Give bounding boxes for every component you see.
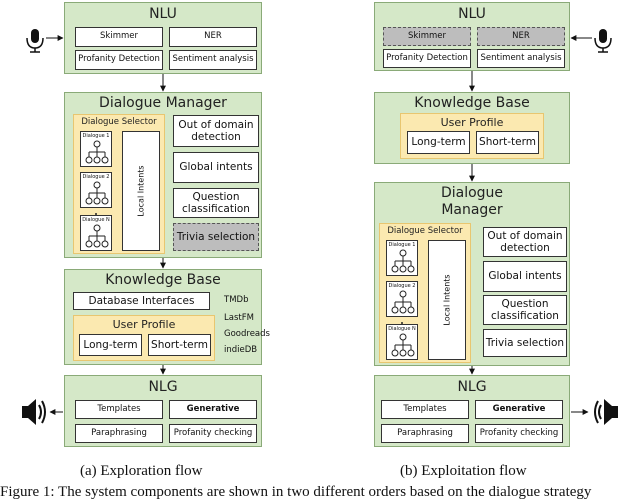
microphone-icon [594, 29, 612, 53]
right-templates-box: Templates [381, 400, 469, 419]
dialogue-tree-icon [85, 224, 109, 248]
left-short-term-box: Short-term [148, 334, 211, 356]
right-dm-title-line2: Manager [441, 202, 503, 218]
left-dialogue-selector: Dialogue Selector Dialogue 1 Dialogue 2 … [73, 114, 165, 254]
left-knowledge-base-panel: Knowledge Base Database Interfaces User … [64, 269, 262, 365]
right-nlu-title: NLU [458, 6, 486, 22]
right-dialogue-2: Dialogue 2 [386, 281, 418, 317]
right-sentiment-analysis-box: Sentiment analysis [477, 49, 565, 68]
right-question-classification-box: Question classification [483, 295, 567, 325]
left-nlu-panel: NLU Skimmer NER Profanity Detection Sent… [64, 2, 262, 74]
right-user-profile: User Profile Long-term Short-term [400, 113, 544, 159]
left-dialogue-n: Dialogue N [80, 215, 112, 251]
right-dialogue-selector: Dialogue Selector Dialogue 1 Dialogue 2 … [379, 223, 471, 363]
right-dm-title-line1: Dialogue [440, 185, 504, 201]
source-goodreads: Goodreads [224, 329, 270, 339]
left-user-profile-title: User Profile [112, 318, 176, 331]
right-dialogue-1: Dialogue 1 [386, 240, 418, 276]
right-caption: (b) Exploitation flow [400, 463, 527, 479]
source-indiedb: indieDB [224, 345, 258, 355]
left-profanity-detection-box: Profanity Detection [75, 50, 163, 70]
left-dialogue-manager-panel: Dialogue Manager Dialogue Selector Dialo… [64, 92, 262, 258]
source-tmdb: TMDb [224, 295, 249, 305]
right-trivia-selection-box: Trivia selection [483, 329, 567, 357]
right-skimmer-box: Skimmer [383, 27, 471, 46]
right-nlg-title: NLG [457, 379, 487, 395]
right-ood-detection-box: Out of domain detection [483, 227, 567, 257]
left-paraphrasing-box: Paraphrasing [75, 424, 163, 443]
right-dialogue-selector-title: Dialogue Selector [387, 226, 463, 236]
left-sentiment-analysis-box: Sentiment analysis [169, 50, 257, 70]
left-nlg-panel: NLG Templates Generative Paraphrasing Pr… [64, 375, 262, 447]
left-local-intents: Local Intents [122, 131, 160, 251]
left-database-interfaces-box: Database Interfaces [73, 292, 210, 310]
right-dialogue-n: Dialogue N [386, 324, 418, 360]
left-nlu-title: NLU [149, 6, 177, 22]
right-user-profile-title: User Profile [440, 116, 504, 129]
right-knowledge-base-panel: Knowledge Base User Profile Long-term Sh… [374, 92, 570, 164]
left-profanity-checking-box: Profanity checking [169, 424, 257, 443]
right-nlg-panel: NLG Templates Generative Paraphrasing Pr… [374, 375, 570, 447]
dialogue-tree-icon [85, 181, 109, 205]
left-question-classification-box: Question classification [173, 188, 259, 218]
right-long-term-box: Long-term [407, 131, 470, 154]
left-dialogue-2: Dialogue 2 [80, 172, 112, 208]
left-user-profile: User Profile Long-term Short-term [73, 315, 215, 361]
left-ner-box: NER [169, 27, 257, 47]
left-skimmer-box: Skimmer [75, 27, 163, 47]
source-lastfm: LastFM [224, 313, 254, 323]
right-global-intents-box: Global intents [483, 261, 567, 292]
right-dialogue-manager-panel: Dialogue Manager Dialogue Selector Dialo… [374, 182, 570, 366]
right-ner-box: NER [477, 27, 565, 46]
dialogue-tree-icon [85, 140, 109, 164]
right-profanity-detection-box: Profanity Detection [383, 49, 471, 68]
left-nlg-title: NLG [148, 379, 178, 395]
left-templates-box: Templates [75, 400, 163, 419]
left-dialogue-1: Dialogue 1 [80, 131, 112, 167]
left-dm-title: Dialogue Manager [99, 95, 227, 111]
microphone-icon [26, 29, 44, 53]
right-local-intents: Local Intents [428, 240, 466, 360]
speaker-icon [22, 399, 46, 425]
right-generative-box: Generative [475, 400, 563, 419]
speaker-icon [594, 399, 618, 425]
right-nlu-panel: NLU Skimmer NER Profanity Detection Sent… [374, 2, 570, 71]
dialogue-tree-icon [391, 249, 415, 273]
right-paraphrasing-box: Paraphrasing [381, 424, 469, 443]
right-kb-title: Knowledge Base [414, 95, 530, 111]
left-generative-box: Generative [169, 400, 257, 419]
dialogue-tree-icon [391, 290, 415, 314]
left-long-term-box: Long-term [79, 334, 142, 356]
left-trivia-selection-box: Trivia selection [173, 223, 259, 251]
left-ood-detection-box: Out of domain detection [173, 115, 259, 147]
left-kb-title: Knowledge Base [105, 272, 221, 288]
figure-caption: Figure 1: The system components are show… [0, 484, 592, 500]
right-short-term-box: Short-term [476, 131, 539, 154]
left-caption: (a) Exploration flow [80, 463, 203, 479]
left-dialogue-selector-title: Dialogue Selector [81, 117, 157, 127]
left-global-intents-box: Global intents [173, 152, 259, 183]
dialogue-tree-icon [391, 333, 415, 357]
right-profanity-checking-box: Profanity checking [475, 424, 563, 443]
